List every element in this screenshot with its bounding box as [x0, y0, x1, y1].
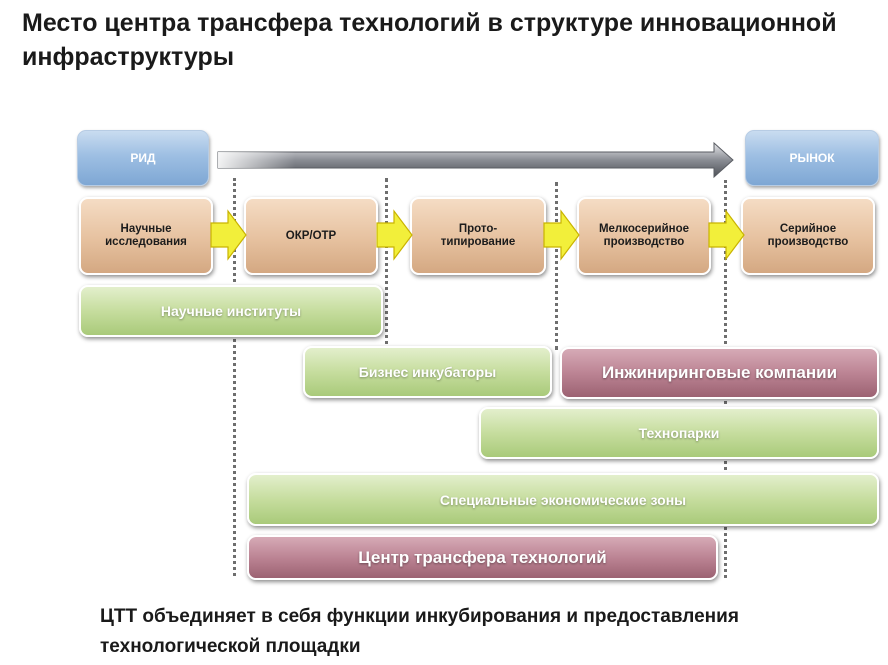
stage-label-serial: Серийное производство	[767, 223, 849, 248]
chevron-arrow-icon	[543, 209, 580, 261]
research-institutes-label: Научные институты	[160, 303, 302, 319]
technoparks-bar: Технопарки	[479, 407, 879, 459]
engineering-companies-label: Инжиниринговые компании	[601, 363, 838, 382]
chevron-arrow-icon	[210, 209, 247, 261]
chevron-arrow-icon	[708, 209, 745, 261]
business-incubators-label: Бизнес инкубаторы	[358, 364, 497, 380]
stage-label-small-batch: Мелкосерийное производство	[598, 223, 690, 248]
separator-line-1	[233, 178, 236, 576]
stage-label-research: Научные исследования	[105, 223, 187, 248]
market-label: РЫНОК	[789, 151, 835, 165]
technoparks-label: Технопарки	[638, 425, 720, 441]
market-box: РЫНОК	[745, 130, 879, 186]
stage-box-prototyping: Прото-типирование	[410, 197, 546, 275]
technology-transfer-center-label: Центр трансфера технологий	[358, 547, 607, 567]
business-incubators-bar: Бизнес инкубаторы	[303, 346, 552, 398]
stage-box-research: Научные исследования	[79, 197, 213, 275]
stage-box-rnd: ОКР/ОТР	[244, 197, 378, 275]
stage-box-serial: Серийное производство	[741, 197, 875, 275]
special-economic-zones-bar: Специальные экономические зоны	[247, 473, 879, 526]
engineering-companies-bar: Инжиниринговые компании	[560, 347, 879, 399]
separator-line-3	[555, 182, 558, 350]
special-economic-zones-label: Специальные экономические зоны	[439, 491, 687, 508]
stage-label-rnd: ОКР/ОТР	[285, 229, 337, 242]
chevron-arrow-icon	[376, 209, 413, 261]
research-institutes-bar: Научные институты	[79, 285, 383, 337]
progress-arrow-icon	[217, 141, 734, 179]
separator-line-2	[385, 178, 388, 352]
technology-transfer-center-bar: Центр трансфера технологий	[247, 535, 718, 580]
rid-box: РИД	[77, 130, 209, 186]
rid-label: РИД	[130, 151, 156, 165]
stage-label-prototyping: Прото-типирование	[440, 223, 516, 248]
stage-box-small-batch: Мелкосерийное производство	[577, 197, 711, 275]
slide-title: Место центра трансфера технологий в стру…	[22, 9, 837, 71]
footer-note: ЦТТ объединяет в себя функции инкубирова…	[100, 606, 739, 657]
